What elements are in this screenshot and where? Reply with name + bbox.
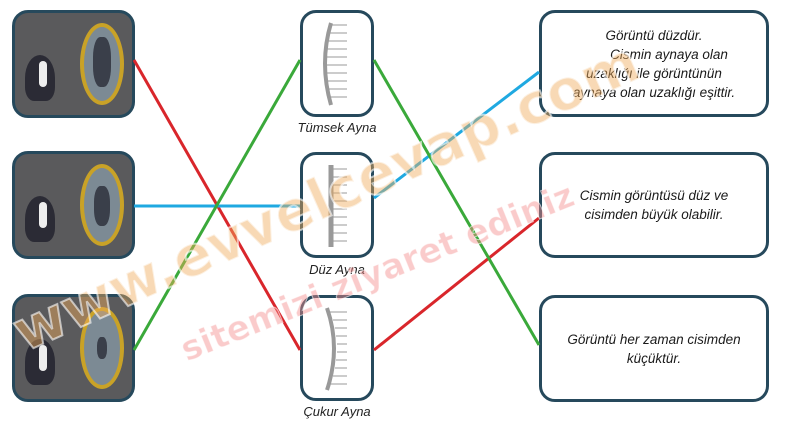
concave-mirror-label: Çukur Ayna bbox=[303, 404, 371, 419]
flat-mirror-box bbox=[300, 152, 374, 258]
convex-mirror-label: Tümsek Ayna bbox=[297, 120, 377, 135]
concave-mirror-icon bbox=[325, 307, 347, 391]
convex-mirror-box bbox=[300, 10, 374, 117]
description-line: küçüktür. bbox=[626, 350, 682, 366]
cat-figure bbox=[25, 196, 55, 242]
description-box-3: Görüntü her zaman cisimden küçüktür. bbox=[539, 295, 769, 402]
cat-mirror-image-1 bbox=[12, 10, 135, 118]
description-line: Cismin aynaya olan bbox=[610, 46, 728, 62]
mirror-frame bbox=[80, 307, 124, 389]
description-line: cisimden büyük olabilir. bbox=[584, 207, 724, 222]
connection-line-green-2 bbox=[372, 59, 541, 346]
mirror-frame bbox=[80, 164, 124, 246]
description-line: uzaklığı ile görüntünün bbox=[586, 65, 722, 81]
connection-line-red-2 bbox=[373, 216, 540, 352]
concave-mirror-box bbox=[300, 295, 374, 401]
connection-line-blue-2 bbox=[373, 70, 540, 200]
flat-mirror-icon bbox=[328, 165, 347, 247]
description-box-2: Cismin görüntüsü düz ve cisimden büyük o… bbox=[539, 152, 769, 258]
description-box-1: Görüntü düzdür. Cismin aynaya olan uzakl… bbox=[539, 10, 769, 117]
description-line: Görüntü her zaman cisimden bbox=[567, 331, 741, 347]
description-line: aynaya olan uzaklığı eşittir. bbox=[572, 84, 736, 100]
description-line: Cismin görüntüsü düz ve bbox=[579, 188, 729, 203]
flat-mirror-label: Düz Ayna bbox=[309, 262, 365, 277]
mirror-frame bbox=[80, 23, 124, 105]
description-line: Görüntü düzdür. bbox=[605, 27, 703, 43]
connection-line-green-1 bbox=[132, 59, 302, 351]
cat-mirror-image-3 bbox=[12, 294, 135, 402]
convex-mirror-icon bbox=[323, 22, 347, 106]
cat-figure bbox=[25, 339, 55, 385]
cat-mirror-image-2 bbox=[12, 151, 135, 259]
cat-figure bbox=[25, 55, 55, 101]
